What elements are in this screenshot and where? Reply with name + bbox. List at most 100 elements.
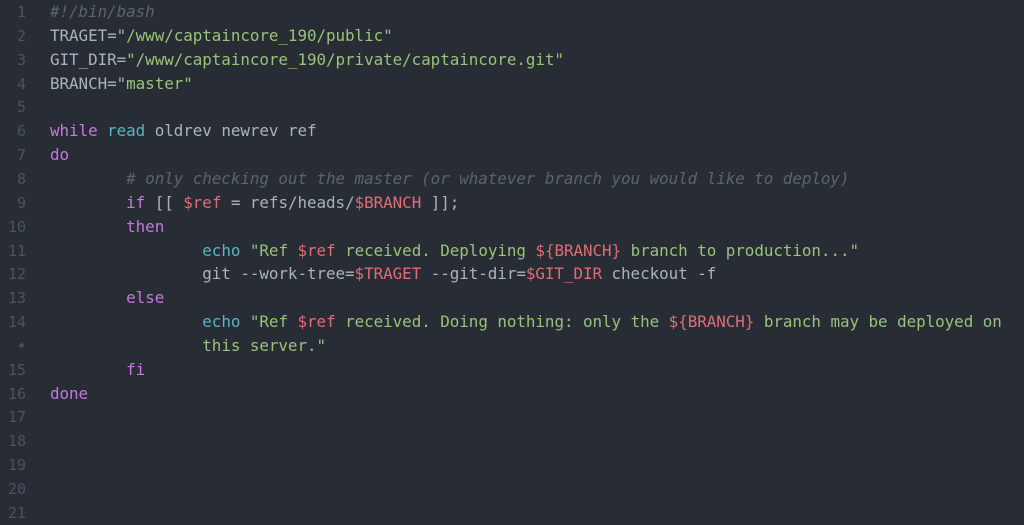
line-content: then [50,215,164,239]
token-var: $GIT_DIR [525,264,602,284]
line-number: 8 [16,169,26,188]
line-number: 4 [16,74,26,93]
token-var: $TRAGET [354,264,422,284]
wrap-indicator: • [16,336,26,355]
line-content: # only checking out the master (or whate… [50,167,849,191]
token-str: branch may be deployed on [754,312,1002,332]
token-var: $ref [297,240,336,260]
line-content: this server." [50,334,326,358]
token-str: this server." [202,335,327,355]
line-content: BRANCH="master" [50,72,193,96]
code-line[interactable]: 10 then [0,215,1024,239]
token-str: received. Doing nothing: only the [335,312,669,332]
token-str: branch to production..." [621,240,860,260]
line-number: 10 [7,217,26,236]
token-tx: oldrev newrev ref [145,121,317,141]
code-line[interactable]: 1 #!/bin/bash [0,0,1024,24]
code-line[interactable]: 8 # only checking out the master (or wha… [0,167,1024,191]
token-kw: else [126,288,165,308]
line-content: GIT_DIR="/www/captaincore_190/private/ca… [50,48,564,72]
line-number: 14 [7,313,26,332]
line-number: 20 [7,480,26,498]
code-line[interactable]: 15 fi [0,358,1024,382]
token-tx: git --work-tree= [50,264,355,284]
token-tx [50,193,126,212]
code-line[interactable]: 16 done [0,382,1024,406]
token-tx [50,336,202,355]
line-number: 13 [7,289,26,308]
line-content: while read oldrev newrev ref [50,119,317,143]
token-tx: checkout -f [602,264,717,284]
token-str: "Ref [249,240,298,260]
code-line[interactable]: 11 echo "Ref $ref received. Deploying ${… [0,239,1024,263]
code-line[interactable]: 18 [0,429,1024,453]
code-line[interactable]: 20 [0,477,1024,501]
line-number: 17 [7,408,26,427]
line-number: 15 [7,360,26,379]
token-tx: GIT_DIR= [50,49,127,69]
token-tx: ]]; [421,192,460,212]
token-bi: echo [202,240,241,260]
line-number: 7 [16,146,26,165]
token-tx [50,217,126,236]
token-var: ${BRANCH} [668,312,755,332]
token-var: $BRANCH [354,192,422,212]
token-kw: fi [126,359,146,379]
token-kw: do [50,145,70,165]
token-tx [50,241,202,260]
token-tx [240,241,250,260]
code-line-wrap[interactable]: • this server." [0,334,1024,358]
code-line[interactable]: 21 [0,501,1024,525]
line-content: fi [50,358,145,382]
line-content: if [[ $ref = refs/heads/$BRANCH ]]; [50,191,459,215]
line-content: do [50,143,69,167]
line-content: TRAGET="/www/captaincore_190/public" [50,24,393,48]
line-number: 16 [7,384,26,403]
token-tx: = refs/heads/ [221,192,355,212]
token-var: $ref [183,192,222,212]
line-content: echo "Ref $ref received. Doing nothing: … [50,310,1002,334]
token-tx [50,312,202,331]
token-kw: if [126,192,146,212]
code-line[interactable]: 17 [0,405,1024,429]
line-content: git --work-tree=$TRAGET --git-dir=$GIT_D… [50,262,716,286]
token-kw: done [50,383,89,403]
token-cm: #!/bin/bash [50,2,155,21]
line-number: 1 [16,3,26,21]
code-line[interactable]: 4 BRANCH="master" [0,72,1024,96]
token-tx: TRAGET= [50,25,117,45]
line-number: 21 [7,503,26,522]
token-var: $ref [297,312,336,332]
code-line[interactable]: 9 if [[ $ref = refs/heads/$BRANCH ]]; [0,191,1024,215]
code-line[interactable]: 5 [0,95,1024,119]
code-line[interactable]: 7 do [0,143,1024,167]
code-line[interactable]: 12 git --work-tree=$TRAGET --git-dir=$GI… [0,262,1024,286]
token-str: "/www/captaincore_190/public" [116,25,393,45]
token-cm: # only checking out the master (or whate… [126,168,850,188]
code-line[interactable]: 14 echo "Ref $ref received. Doing nothin… [0,310,1024,334]
token-var: ${BRANCH} [535,240,622,260]
code-line[interactable]: 19 [0,453,1024,477]
token-kw: then [126,216,165,236]
token-tx [240,312,250,331]
line-number: 18 [7,432,26,451]
line-number: 19 [7,456,26,475]
code-line[interactable]: 13 else [0,286,1024,310]
token-tx [98,121,108,140]
line-content: echo "Ref $ref received. Deploying ${BRA… [50,239,859,263]
token-kw: while [50,121,98,141]
token-tx: [[ [145,192,184,212]
token-str: "/www/captaincore_190/private/captaincor… [126,49,564,69]
token-str: "Ref [249,312,298,332]
token-tx: BRANCH= [50,73,117,93]
token-tx: --git-dir= [421,264,526,284]
token-tx [50,169,126,188]
line-number: 6 [16,122,26,141]
code-line[interactable]: 6 while read oldrev newrev ref [0,119,1024,143]
token-tx [50,288,126,307]
line-number: 12 [7,265,26,284]
line-number: 11 [7,241,26,260]
